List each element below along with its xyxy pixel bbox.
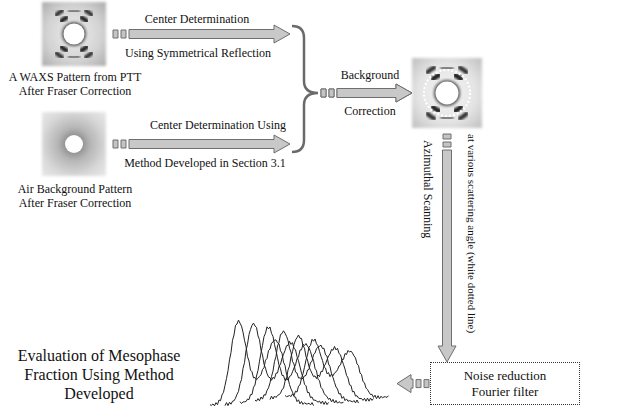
intensity-curve	[225, 323, 329, 406]
beam-stop	[65, 135, 83, 153]
arrow-dash	[416, 380, 421, 388]
pattern-ground	[42, 2, 106, 66]
arrow-label: Center Determination Using	[143, 118, 293, 132]
arrow-body	[337, 84, 412, 102]
arrow-dash	[321, 89, 326, 97]
label-text: Method Developed in Section 3.1	[120, 156, 290, 170]
axis-note: at various scattering angle (white dotte…	[464, 134, 477, 356]
arrow-label: Method Developed in Section 3.1	[120, 156, 290, 170]
reflection-arc	[86, 11, 92, 15]
intensity-curve	[285, 339, 389, 399]
axis-note: Azimuthal Scanning	[421, 140, 435, 260]
arrow-dash	[443, 134, 451, 139]
arrow-dash	[121, 30, 126, 38]
intensity-curve	[240, 327, 344, 404]
label-text: Correction	[330, 104, 410, 118]
arrow-body	[129, 135, 290, 153]
block-arrow	[438, 134, 456, 362]
reflection-arc	[460, 68, 466, 73]
label-text: Azimuthal Scanning	[421, 140, 435, 260]
arrow-label: Background	[330, 68, 410, 82]
arrow-body	[397, 375, 413, 393]
reflection-arc	[69, 9, 79, 13]
arrow-body	[337, 84, 412, 102]
beam-stop	[64, 24, 85, 45]
waxs-image	[42, 2, 106, 66]
block-arrow	[113, 84, 412, 153]
arrow-dash	[321, 89, 326, 97]
reflection-arc	[455, 75, 461, 79]
intensity-curve	[270, 335, 374, 401]
label-text: Background	[330, 68, 410, 82]
caption-text: Air Background Pattern After Fraser Corr…	[9, 182, 141, 211]
label-text: at various scattering angle (white dotte…	[464, 134, 477, 356]
azimuthal-curves	[210, 320, 389, 406]
intensity-curve	[210, 320, 314, 406]
reflection-arc	[460, 114, 466, 119]
beam-halo	[62, 22, 86, 46]
label-text: Using Symmetrical Reflection	[118, 46, 278, 60]
arrow-label: Correction	[330, 104, 410, 118]
pattern-frame	[42, 2, 106, 66]
arrow-label: Using Symmetrical Reflection	[118, 46, 278, 60]
air-image	[42, 112, 106, 176]
arrow-body	[129, 25, 290, 43]
arrow-body	[438, 150, 456, 362]
pattern-frame	[412, 58, 482, 128]
reflection-arc	[428, 114, 434, 119]
reflection-arc	[82, 47, 87, 51]
reflection-arc	[56, 11, 62, 15]
reflection-arc	[433, 75, 439, 79]
arrow-dash	[329, 89, 334, 97]
reflection-arc	[455, 107, 461, 111]
label-text: Center Determination Using	[143, 118, 293, 132]
beam-halo	[434, 80, 460, 106]
process-box: Noise reduction Fourier filter	[430, 362, 580, 405]
pattern-ground	[412, 58, 482, 128]
arrow-label: Center Determination	[132, 12, 262, 26]
label-text: Center Determination	[132, 12, 262, 26]
block-arrow	[113, 25, 412, 102]
pattern-frame	[42, 112, 106, 176]
result-node: Evaluation of Mesophase Fraction Using M…	[0, 336, 397, 414]
beam-stop	[436, 82, 459, 105]
reflection-arc	[428, 68, 434, 73]
reflection-arc	[82, 18, 87, 22]
merge-brace	[292, 26, 318, 152]
reflection-arc	[61, 18, 66, 22]
arrow-dash	[424, 380, 429, 388]
caption-text: A WAXS Pattern from PTT After Fraser Cor…	[0, 70, 150, 99]
arrow-dash	[113, 140, 118, 148]
arrow-dash	[329, 89, 334, 97]
reflection-arc	[61, 47, 66, 51]
block-arrow	[397, 375, 429, 393]
intensity-curve	[255, 331, 359, 403]
arrow-dash	[121, 140, 126, 148]
arrow-dash	[113, 30, 118, 38]
arrow-dash	[443, 142, 451, 147]
corrected-pattern	[412, 58, 482, 128]
caption-text: Evaluation of Mesophase Fraction Using M…	[4, 346, 194, 404]
scan-ring	[424, 70, 470, 116]
reflection-arc	[56, 53, 62, 57]
box-text: Noise reduction Fourier filter	[447, 368, 563, 399]
reflection-arc	[86, 53, 92, 57]
pattern-ground	[42, 112, 106, 176]
waxs-image	[412, 58, 482, 128]
reflection-arc	[433, 107, 439, 111]
reflection-arc	[69, 55, 79, 59]
